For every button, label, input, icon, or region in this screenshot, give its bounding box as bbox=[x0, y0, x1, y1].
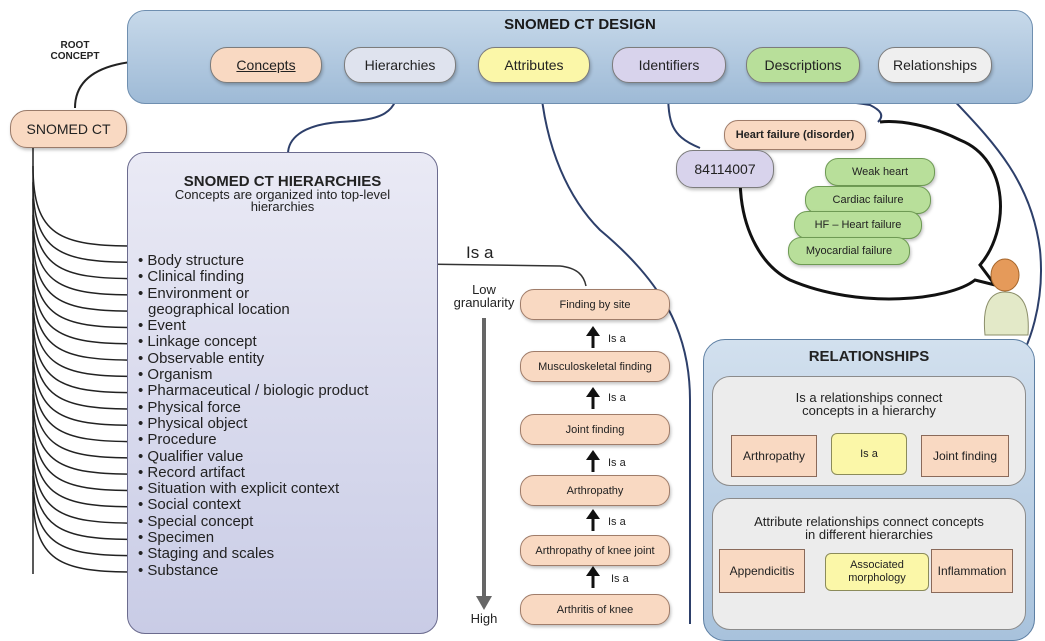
isa-source-concept[interactable]: Arthropathy bbox=[731, 435, 817, 477]
is-a-arrow-head bbox=[586, 566, 600, 576]
design-title: SNOMED CT DESIGN bbox=[504, 16, 656, 33]
isa-relationships-text: Is a relationships connect concepts in a… bbox=[795, 390, 943, 418]
synonym-cardiac-failure[interactable]: Cardiac failure bbox=[805, 186, 931, 214]
relationships-pill[interactable]: Relationships bbox=[878, 47, 992, 83]
synonym-myocardial-failure[interactable]: Myocardial failure bbox=[788, 237, 910, 265]
tree-branch bbox=[32, 459, 136, 541]
attribute-target-concept[interactable]: Inflammation bbox=[931, 549, 1013, 593]
is-a-arrow-head bbox=[586, 326, 600, 336]
chain-item-musculoskeletal-finding[interactable]: Musculoskeletal finding bbox=[520, 351, 670, 382]
attribute-relationships-text: Attribute relationships connect concepts… bbox=[754, 514, 984, 542]
is-a-label: Is a bbox=[608, 333, 626, 345]
hierarchy-item[interactable]: • Clinical finding bbox=[138, 268, 245, 286]
relationships-panel: RELATIONSHIPS Is a relationships connect… bbox=[703, 339, 1035, 641]
is-a-label: Is a bbox=[608, 516, 626, 528]
hierarchy-item[interactable]: • Procedure bbox=[138, 431, 217, 449]
hierarchy-item[interactable]: • Social context bbox=[138, 496, 241, 514]
synonym-weak-heart[interactable]: Weak heart bbox=[825, 158, 935, 186]
is-a-label: Is a bbox=[611, 573, 629, 585]
hierarchy-item[interactable]: • Body structure bbox=[138, 252, 245, 269]
hierarchy-item[interactable]: • Organism bbox=[138, 366, 213, 384]
hierarchies-pill[interactable]: Hierarchies bbox=[344, 47, 456, 83]
attribute-relationships-box: Attribute relationships connect concepts… bbox=[712, 498, 1026, 630]
descriptions-pill[interactable]: Descriptions bbox=[746, 47, 860, 83]
chain-item-arthropathy[interactable]: Arthropathy bbox=[520, 475, 670, 506]
is-a-label: Is a bbox=[608, 392, 626, 404]
tree-branch bbox=[32, 231, 136, 312]
is-a-arrow-head bbox=[586, 450, 600, 460]
hierarchy-item[interactable]: geographical location bbox=[148, 300, 290, 318]
snomed-ct-root[interactable]: SNOMED CT bbox=[10, 110, 127, 148]
tree-branch bbox=[32, 165, 136, 247]
hierarchy-item[interactable]: • Pharmaceutical / biologic product bbox=[138, 382, 369, 400]
identifiers-pill[interactable]: Identifiers bbox=[612, 47, 726, 83]
concepts-pill[interactable]: Concepts bbox=[210, 47, 322, 83]
fully-specified-name[interactable]: Heart failure (disorder) bbox=[724, 120, 866, 150]
low-granularity-label: Low granularity bbox=[453, 282, 515, 310]
root-concept-label: ROOT CONCEPT bbox=[50, 40, 100, 62]
is-a-arrow-head bbox=[586, 387, 600, 397]
hierarchy-item[interactable]: • Record artifact bbox=[138, 463, 245, 481]
concept-identifier[interactable]: 84114007 bbox=[676, 150, 774, 188]
chain-item-arthropathy-of-knee-joint[interactable]: Arthropathy of knee joint bbox=[520, 535, 670, 566]
tree-branch bbox=[32, 361, 136, 443]
is-a-label: Is a bbox=[608, 457, 626, 469]
hierarchy-item[interactable]: • Environment or bbox=[138, 284, 250, 302]
tree-branch bbox=[32, 491, 136, 573]
tree-branch bbox=[32, 443, 136, 524]
hierarchy-item[interactable]: • Observable entity bbox=[138, 349, 265, 367]
hierarchy-item[interactable]: • Special concept bbox=[138, 512, 254, 530]
tree-branch bbox=[32, 247, 136, 329]
is-a-arrow-head bbox=[586, 509, 600, 519]
hierarchy-item[interactable]: • Situation with explicit context bbox=[138, 480, 340, 498]
hierarchy-list: • Body structure • Clinical finding • En… bbox=[138, 252, 436, 579]
tree-branch bbox=[32, 182, 136, 264]
hierarchies-subtitle: Concepts are organized into top-level hi… bbox=[174, 187, 391, 214]
tree-branch bbox=[32, 214, 136, 296]
attributes-pill[interactable]: Attributes bbox=[478, 47, 590, 83]
hierarchies-panel: SNOMED CT HIERARCHIES Concepts are organ… bbox=[127, 152, 438, 634]
tree-branch bbox=[32, 394, 136, 475]
hierarchies-title: SNOMED CT HIERARCHIES bbox=[183, 173, 382, 190]
tree-branch bbox=[32, 426, 136, 508]
tree-branch bbox=[32, 263, 136, 345]
hierarchy-item[interactable]: • Event bbox=[138, 317, 186, 335]
chain-item-finding-by-site[interactable]: Finding by site bbox=[520, 289, 670, 320]
hierarchy-item[interactable]: • Staging and scales bbox=[138, 545, 275, 563]
chain-item-joint-finding[interactable]: Joint finding bbox=[520, 414, 670, 445]
high-granularity-label: High bbox=[470, 611, 498, 626]
tree-branch bbox=[32, 296, 136, 378]
hierarchy-item[interactable]: • Linkage concept bbox=[138, 333, 257, 351]
relationships-title: RELATIONSHIPS bbox=[808, 348, 930, 365]
hierarchy-item[interactable]: • Specimen bbox=[138, 529, 215, 547]
is-a-label: Is a bbox=[466, 243, 494, 262]
attribute-relation-box[interactable]: Associated morphology bbox=[825, 553, 929, 591]
tree-branch bbox=[32, 410, 136, 492]
tree-branch bbox=[32, 475, 136, 557]
hierarchy-item[interactable]: • Physical object bbox=[138, 414, 248, 432]
tree-branch bbox=[32, 328, 136, 410]
synonym-hf-heart-failure[interactable]: HF – Heart failure bbox=[794, 211, 922, 239]
tree-branch bbox=[32, 312, 136, 394]
attribute-source-concept[interactable]: Appendicitis bbox=[719, 549, 805, 593]
isa-target-concept[interactable]: Joint finding bbox=[921, 435, 1009, 477]
tree-branch bbox=[32, 377, 136, 459]
isa-relation-box[interactable]: Is a bbox=[831, 433, 907, 475]
hierarchy-item[interactable]: • Physical force bbox=[138, 398, 241, 416]
chain-item-arthritis-of-knee[interactable]: Arthritis of knee bbox=[520, 594, 670, 625]
tree-branch bbox=[32, 198, 136, 280]
tree-branch bbox=[32, 345, 136, 427]
hierarchy-item[interactable]: • Qualifier value bbox=[138, 447, 244, 465]
isa-relationships-box: Is a relationships connect concepts in a… bbox=[712, 376, 1026, 486]
hierarchy-item[interactable]: • Substance bbox=[138, 561, 219, 579]
tree-branch bbox=[32, 280, 136, 361]
